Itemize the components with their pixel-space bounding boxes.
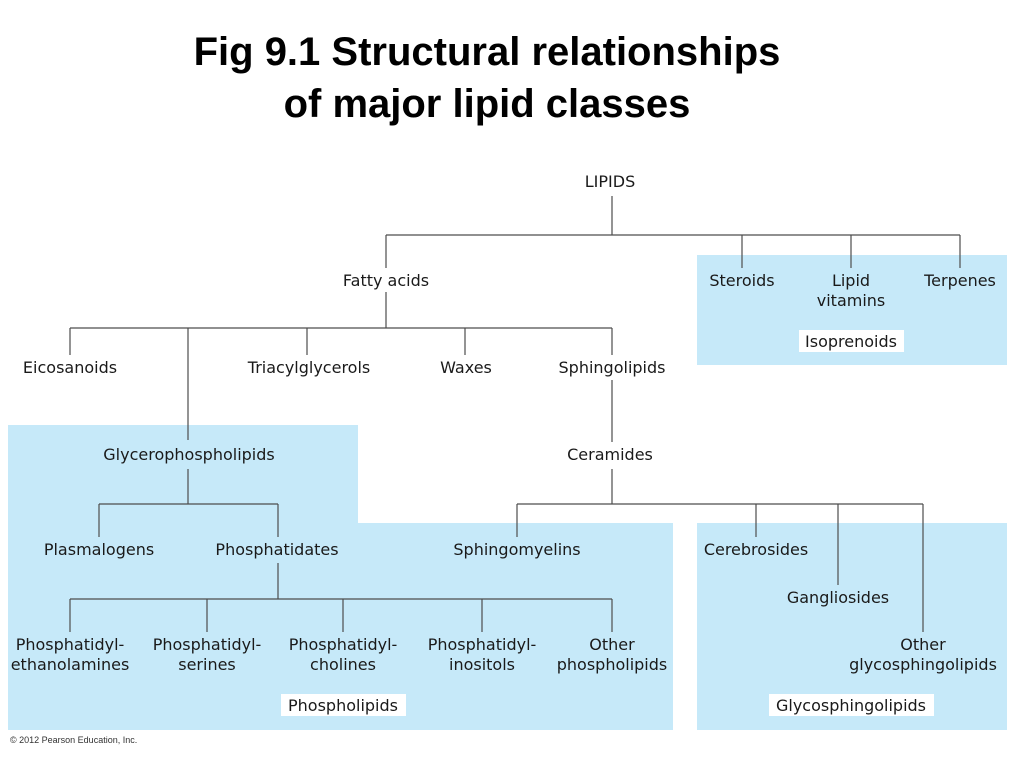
figure-title: Fig 9.1 Structural relationships of majo… — [0, 26, 974, 130]
group-label-glycosphingolipids: Glycosphingolipids — [776, 696, 926, 715]
node-pi-line2: inositols — [449, 655, 515, 674]
node-pe-line1: Phosphatidyl- — [16, 635, 125, 654]
connectors — [69, 196, 961, 632]
node-pc-line2: cholines — [310, 655, 376, 674]
node-lipids: LIPIDS — [585, 172, 635, 191]
node-other-glyco-line1: Other — [900, 635, 946, 654]
node-steroids: Steroids — [709, 271, 774, 290]
node-waxes: Waxes — [440, 358, 492, 377]
node-other-glyco-line2: glycosphingolipids — [849, 655, 997, 674]
title-line-1: Fig 9.1 Structural relationships — [193, 30, 781, 74]
node-terpenes: Terpenes — [923, 271, 996, 290]
group-label-isoprenoids: Isoprenoids — [805, 332, 897, 351]
node-cerebrosides: Cerebrosides — [704, 540, 808, 559]
node-lipid-vitamins-line2: vitamins — [817, 291, 886, 310]
node-ceramides: Ceramides — [567, 445, 653, 464]
node-ps-line2: serines — [178, 655, 236, 674]
group-label-phospholipids: Phospholipids — [288, 696, 398, 715]
node-eicosanoids: Eicosanoids — [23, 358, 117, 377]
phospholipids-region — [8, 425, 673, 730]
node-plasmalogens: Plasmalogens — [44, 540, 154, 559]
node-pi-line1: Phosphatidyl- — [428, 635, 537, 654]
node-phosphatidates: Phosphatidates — [215, 540, 338, 559]
node-other-phos-line2: phospholipids — [557, 655, 668, 674]
isoprenoids-label-box — [799, 330, 904, 352]
node-sphingolipids: Sphingolipids — [559, 358, 666, 377]
copyright-notice: © 2012 Pearson Education, Inc. — [10, 735, 138, 745]
node-lipid-vitamins-line1: Lipid — [832, 271, 870, 290]
node-glycerophospholipids: Glycerophospholipids — [103, 445, 274, 464]
node-triacylglycerols: Triacylglycerols — [247, 358, 370, 377]
node-pe-line2: ethanolamines — [11, 655, 130, 674]
node-other-phos-line1: Other — [589, 635, 635, 654]
node-sphingomyelins: Sphingomyelins — [453, 540, 580, 559]
glycosphingolipids-label-box — [769, 694, 934, 716]
title-line-2: of major lipid classes — [283, 82, 691, 126]
node-fatty-acids: Fatty acids — [343, 271, 429, 290]
node-ps-line1: Phosphatidyl- — [153, 635, 262, 654]
phospholipids-label-box — [281, 694, 406, 716]
node-pc-line1: Phosphatidyl- — [289, 635, 398, 654]
node-gangliosides: Gangliosides — [787, 588, 889, 607]
